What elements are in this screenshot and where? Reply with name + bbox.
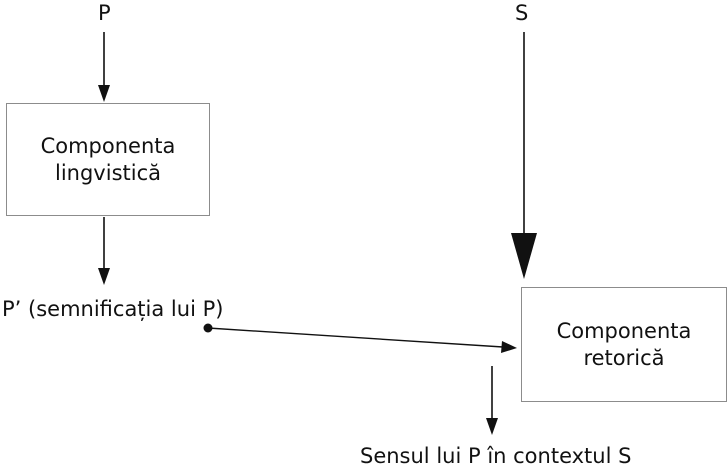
- box-rhetoric-line2: retorică: [583, 345, 665, 370]
- label-s: S: [515, 1, 529, 25]
- arrowhead-s-to-rhetoric: [511, 233, 537, 279]
- box-rhetoric-component: Componenta retorică: [521, 287, 727, 402]
- arrowhead-p-prime-to-rhetoric: [501, 341, 517, 353]
- box-linguistic-line1: Componenta: [40, 134, 176, 159]
- label-p: P: [98, 1, 111, 25]
- box-linguistic-component: Componenta lingvistică: [6, 103, 210, 216]
- box-linguistic-line2: lingvistică: [55, 160, 161, 185]
- arrowhead-linguistic-to-p-prime: [98, 268, 110, 285]
- label-p-prime: P’ (semnificația lui P): [2, 297, 224, 321]
- box-rhetoric-line1: Componenta: [556, 319, 692, 344]
- arrow-p-prime-to-rhetoric: [207, 327, 504, 348]
- arrowhead-rhetoric-to-result: [486, 418, 498, 435]
- arrowhead-p-to-linguistic: [98, 85, 110, 102]
- label-result: Sensul lui P în contextul S: [360, 444, 632, 468]
